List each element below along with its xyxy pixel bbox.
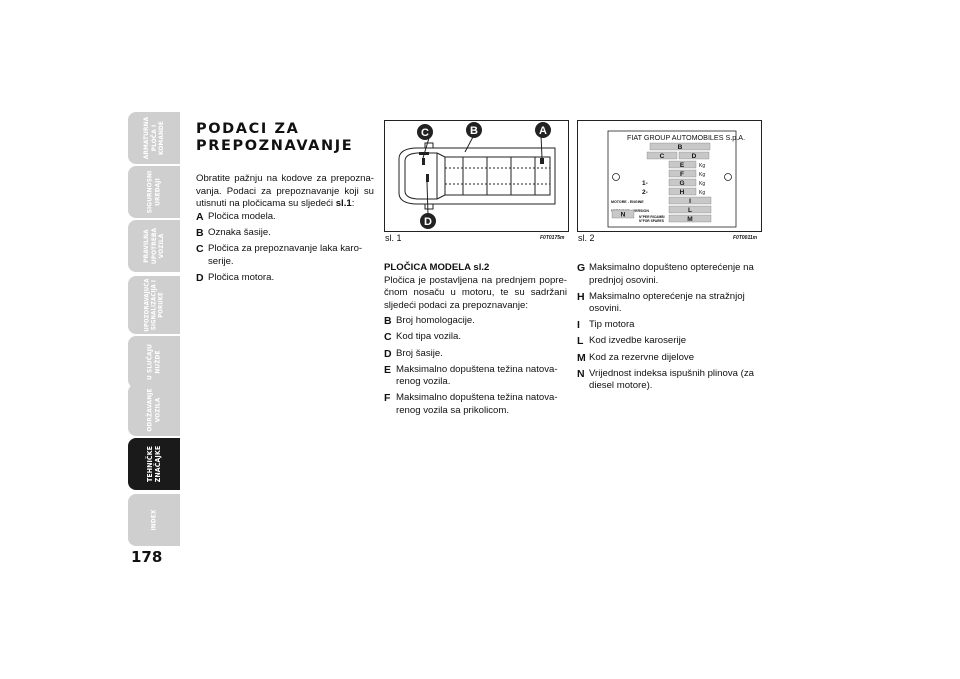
svg-text:H: H <box>680 189 685 196</box>
svg-text:C: C <box>421 127 429 139</box>
figure1-code: F0T0175m <box>540 235 565 241</box>
intro-paragraph: Obratite pažnju na kodove za prepozna-va… <box>196 173 374 210</box>
figure1-caption: sl. 1 <box>385 233 402 243</box>
plate-illustration: FIAT GROUP AUTOMOBILES S.p.A. B C D E F … <box>607 130 745 228</box>
svg-text:D: D <box>692 153 697 160</box>
marker-a: A <box>535 122 551 138</box>
svg-text:FIAT GROUP AUTOMOBILES S.p.A.: FIAT GROUP AUTOMOBILES S.p.A. <box>627 133 745 142</box>
svg-text:C: C <box>660 153 665 160</box>
svg-text:Kg: Kg <box>699 190 705 196</box>
figure2-caption: sl. 2 <box>578 233 595 243</box>
figure-vehicle-top-view: C B A D <box>384 120 569 232</box>
svg-text:2-: 2- <box>642 189 648 196</box>
svg-text:I: I <box>689 198 691 205</box>
svg-text:A: A <box>539 125 547 137</box>
svg-text:G: G <box>679 180 684 187</box>
tab-tehnicke-znacajke[interactable]: TEHNIČKE ZNAČAJKE <box>128 438 180 490</box>
tab-pravilna-upotreba[interactable]: PRAVILNA UPOTREBA VOZILA <box>128 220 180 272</box>
plate-intro: Pločica je postavljena na prednjem popre… <box>384 274 567 311</box>
svg-text:E: E <box>680 162 685 169</box>
svg-text:Kg: Kg <box>699 163 705 169</box>
figure-id-plate: FIAT GROUP AUTOMOBILES S.p.A. B C D E F … <box>577 120 762 232</box>
page-title: PODACI ZA PREPOZNAVANJE <box>196 121 354 154</box>
svg-text:N°PER RICAMBI N°FOR SPAR: N°PER RICAMBI N°FOR SPARES <box>639 215 665 223</box>
svg-text:D: D <box>424 216 432 228</box>
plate-section: PLOČICA MODELA sl.2 Pločica je postavlje… <box>384 262 567 421</box>
figure2-code: F0T0011m <box>733 235 758 241</box>
svg-text:MOTORE - ENGINE: MOTORE - ENGINE <box>611 200 644 204</box>
marker-d: D <box>420 213 436 229</box>
svg-text:N: N <box>621 212 626 219</box>
svg-text:F: F <box>680 171 684 178</box>
svg-text:B: B <box>470 125 478 137</box>
svg-text:Kg: Kg <box>699 172 705 178</box>
tab-sigurnosni-uredaji[interactable]: SIGURNOSNI UREĐAJI <box>128 166 180 218</box>
vehicle-illustration: C B A D <box>398 122 556 229</box>
svg-text:M: M <box>687 216 692 223</box>
svg-text:B: B <box>678 144 683 151</box>
marker-b: B <box>466 122 482 138</box>
svg-text:L: L <box>688 207 692 214</box>
page-number: 178 <box>131 548 163 566</box>
svg-text:1-: 1- <box>642 180 648 187</box>
tab-odrzavanje-vozila[interactable]: ODRŽAVANJE VOZILA <box>128 384 180 436</box>
marker-c: C <box>417 124 433 140</box>
tab-upozoravajuca-signalizacija[interactable]: UPOZORAVAJUĆA SIGNALIZACIJA I PORUKE <box>128 276 180 334</box>
tab-armaturna-ploca[interactable]: ARMATURNA PLOČA I KOMANDE <box>128 112 180 164</box>
tab-index[interactable]: INDEX <box>128 494 180 546</box>
section-heading: PLOČICA MODELA sl.2 <box>384 262 490 273</box>
tab-u-slucaju-nuzde[interactable]: U SLUČAJU NUŽDE <box>128 336 180 388</box>
svg-text:Kg: Kg <box>699 181 705 187</box>
